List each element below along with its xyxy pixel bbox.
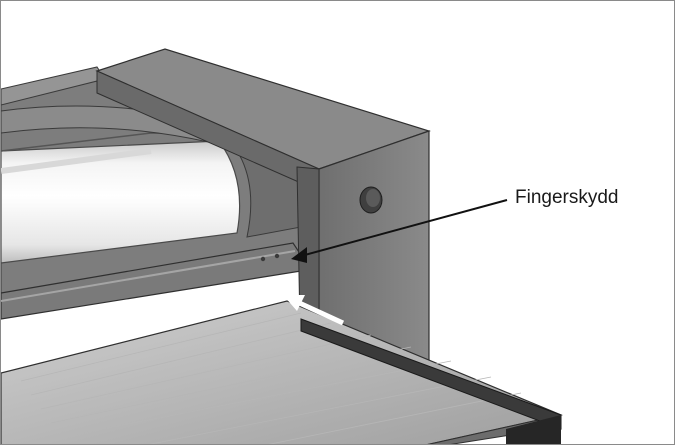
indicator-arrow-icon [283, 295, 305, 311]
indicator-arrow-shaft [293, 298, 345, 326]
feed-board-grain [20, 312, 522, 444]
board-rail-end [506, 415, 561, 444]
callout-label-finger-guard: Fingerskydd [515, 187, 619, 208]
callout-leader-line [300, 199, 508, 257]
feed-board [1, 300, 563, 444]
finger-guard-screw [274, 253, 280, 259]
control-knob-upper-face [366, 189, 380, 207]
finger-guard-screw [260, 256, 266, 262]
finger-guard-highlight [1, 250, 296, 302]
callout-arrowhead-icon [291, 247, 307, 263]
roll-highlight [1, 148, 152, 174]
